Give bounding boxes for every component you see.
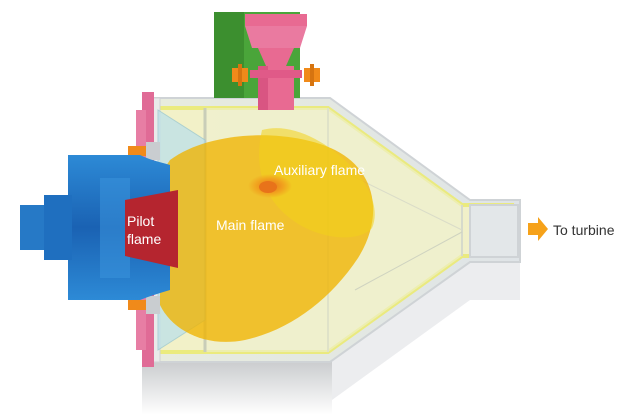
auxiliary-injector-funnel — [258, 48, 294, 66]
burner-bolt-top-stud — [146, 142, 160, 160]
pilot-flame-label-line2: flame — [127, 231, 161, 247]
auxiliary-flame-label: Auxiliary flame — [274, 162, 365, 178]
auxiliary-flame-core — [259, 181, 277, 193]
aux-bolt-right-stud — [310, 64, 314, 86]
burner-bolt-bottom — [128, 300, 152, 310]
arrow-right-icon — [528, 217, 548, 241]
pilot-flame — [125, 190, 178, 268]
liner-diagonal — [354, 231, 463, 291]
auxiliary-injector-collar — [250, 70, 302, 78]
main-flame-label: Main flame — [216, 217, 285, 233]
to-turbine-label: To turbine — [553, 222, 615, 238]
auxiliary-injector-stem-shade — [258, 66, 268, 110]
burner-nozzle-flange — [44, 195, 72, 260]
casing-shadow — [142, 360, 332, 415]
auxiliary-flame — [259, 128, 375, 238]
auxiliary-injector-head — [245, 26, 307, 48]
outlet-duct — [469, 204, 519, 258]
auxiliary-injector-cap — [245, 14, 307, 26]
cone-shadow — [332, 262, 520, 400]
burner-bolt-top — [128, 146, 152, 156]
aux-bolt-left-stud — [238, 64, 242, 86]
burner-bolt-bottom-stud — [146, 296, 160, 314]
pilot-flame-label-line1: Pilot — [127, 213, 154, 229]
